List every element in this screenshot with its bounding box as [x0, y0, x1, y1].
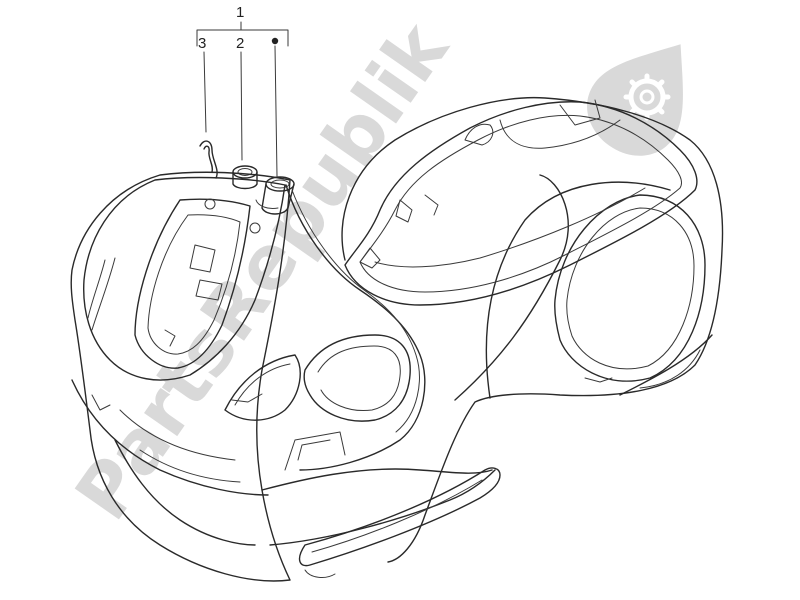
callout-1: 1	[236, 4, 244, 21]
small-parts	[199, 140, 295, 215]
leader-1	[274, 45, 278, 177]
side-panel-oval	[554, 194, 706, 382]
footrest-rail	[298, 467, 501, 578]
spring-clip	[199, 140, 218, 179]
watermark: PartsRepublik	[59, 6, 683, 535]
seat-opening	[344, 99, 698, 306]
floorboard	[261, 468, 493, 491]
callout-bracket	[196, 29, 289, 47]
front-face-panel	[83, 176, 286, 381]
front-shield	[70, 171, 496, 582]
horn-cover	[134, 198, 251, 369]
floor-recess	[303, 334, 411, 422]
watermark-text: PartsRepublik	[59, 6, 465, 535]
leader-3	[203, 51, 207, 133]
leader-2	[240, 51, 243, 161]
callout-2: 2	[236, 35, 244, 52]
callout-group: 1 3 2	[196, 4, 289, 177]
callout-3: 3	[198, 35, 206, 52]
grommet	[232, 165, 258, 190]
glovebox-opening	[224, 354, 301, 421]
gear-drop-icon	[587, 44, 683, 156]
rear-body-shell	[341, 96, 724, 563]
callout-bullet-dot	[271, 37, 279, 45]
